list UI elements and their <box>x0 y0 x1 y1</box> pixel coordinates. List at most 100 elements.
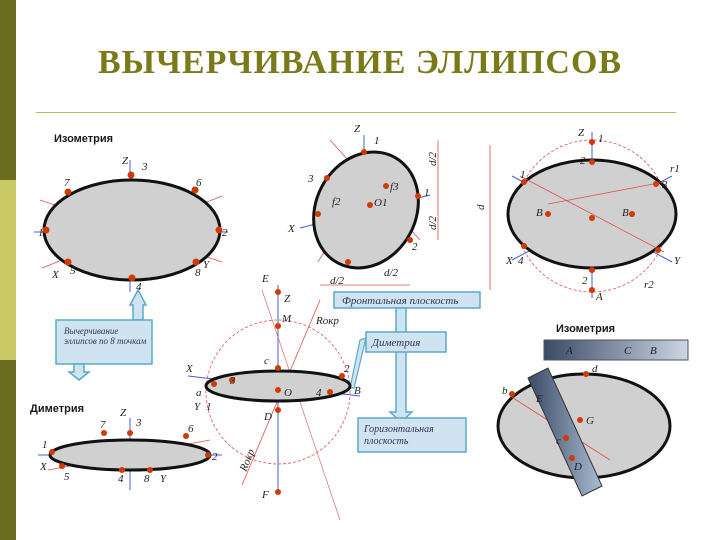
label-a: A <box>565 345 573 357</box>
sidebar-light-band <box>0 180 16 360</box>
callout-box <box>55 319 153 365</box>
point-3 <box>229 377 235 383</box>
label-d2-bottom: d/2 <box>384 267 399 279</box>
point-2-top <box>589 159 595 165</box>
iso-right-bottom-group: Изометрия A C B d b E G c <box>496 323 689 497</box>
point-3 <box>324 175 330 181</box>
heading-iso-top: Изометрия <box>54 133 113 145</box>
label-4: 4 <box>316 387 322 399</box>
point-b <box>509 391 515 397</box>
iso-right-top-group: Z 1 2 1 r1 3 B B d X 4 Y 2 A r2 <box>475 127 682 303</box>
label-8: 8 <box>144 473 150 485</box>
label-2: 2 <box>222 227 228 239</box>
label-z: Z <box>120 407 127 419</box>
label-f2: f2 <box>332 196 341 208</box>
label-x: X <box>51 269 60 281</box>
label-d: d <box>592 363 598 375</box>
label-x: X <box>505 255 514 267</box>
point-5 <box>59 463 65 469</box>
label-c: c <box>264 355 269 367</box>
point-o <box>275 387 281 393</box>
sidebar-dark-band <box>0 0 16 180</box>
point-4 <box>327 389 333 395</box>
frontal-ellipse-group: Z 1 3 1 X O1 f3 f2 2 d/2 d/2 d/2 d/2 <box>287 123 439 287</box>
label-d: d <box>475 204 487 210</box>
label-b2: b <box>502 385 508 397</box>
label-c2: c <box>556 435 561 447</box>
label-z: Z <box>354 123 361 135</box>
point-6 <box>191 186 199 194</box>
point-d <box>583 371 589 377</box>
point-2 <box>339 373 345 379</box>
label-one: 1 <box>206 401 212 413</box>
label-3: 3 <box>229 375 236 387</box>
label-1-top: 1 <box>598 133 604 145</box>
point-1 <box>42 226 50 234</box>
label-b: B <box>354 385 361 397</box>
title-divider <box>36 112 676 113</box>
point-1 <box>211 381 217 387</box>
label-d: D <box>263 411 272 423</box>
label-2: 2 <box>344 363 350 375</box>
page-title: ВЫЧЕРЧИВАНИЕ ЭЛЛИПСОВ <box>97 44 623 81</box>
iso-bottom-points <box>509 371 589 461</box>
point-a <box>589 287 595 293</box>
callout-box-dimetry <box>365 331 447 353</box>
label-1: 1 <box>42 439 48 451</box>
label-5: 5 <box>64 471 70 483</box>
point-d <box>275 407 281 413</box>
scale-bar <box>543 339 689 361</box>
label-x: X <box>185 363 194 375</box>
label-f: F <box>261 489 269 501</box>
label-z: Z <box>578 127 585 139</box>
label-x: X <box>39 461 48 473</box>
label-1b: 1 <box>424 187 430 199</box>
frontal-ellipse <box>312 150 420 270</box>
label-y: Y <box>674 255 682 267</box>
label-y: Y <box>194 401 202 413</box>
label-2: 2 <box>412 241 418 253</box>
point-f <box>275 489 281 495</box>
label-2-top: 2 <box>580 155 586 167</box>
point-b2 <box>629 211 635 217</box>
label-f3: f3 <box>390 181 399 193</box>
label-x: X <box>287 223 296 235</box>
sidebar-stripe <box>0 0 16 540</box>
point-center <box>589 215 595 221</box>
point-4 <box>521 243 527 249</box>
point-g <box>577 417 583 423</box>
label-3: 3 <box>661 179 668 191</box>
construction-line <box>519 175 665 253</box>
label-7: 7 <box>100 419 106 431</box>
point-m <box>275 323 281 329</box>
dimetry-ellipse-group: Диметрия Z 7 3 6 1 2 X 5 4 8 Y <box>30 403 222 490</box>
point-6 <box>183 433 189 439</box>
label-4: 4 <box>518 255 524 267</box>
arrow-up-shape <box>128 288 148 321</box>
label-d2: D <box>573 461 582 473</box>
label-rokr-2: Rокр <box>237 447 257 474</box>
label-1: 1 <box>38 227 44 239</box>
point-1 <box>521 179 527 185</box>
heading-dimetry: Диметрия <box>30 403 84 415</box>
label-2: 2 <box>582 275 588 287</box>
label-g: G <box>586 415 594 427</box>
label-b: B <box>650 345 657 357</box>
vertical-arrow-shape <box>388 307 414 424</box>
label-o: O <box>284 387 292 399</box>
point-1-top <box>589 139 595 145</box>
point-3 <box>653 181 659 187</box>
label-d2-left: d/2 <box>330 275 345 287</box>
frontal-points <box>315 149 421 265</box>
label-d2-right-top: d/2 <box>427 151 439 166</box>
label-6: 6 <box>188 423 194 435</box>
point-y <box>655 247 661 253</box>
label-y: Y <box>160 473 168 485</box>
label-e: E <box>261 273 269 285</box>
label-r2: r2 <box>644 279 654 291</box>
label-3: 3 <box>141 161 148 173</box>
label-a: A <box>595 291 603 303</box>
iso-points <box>42 171 223 282</box>
label-8: 8 <box>195 267 201 279</box>
